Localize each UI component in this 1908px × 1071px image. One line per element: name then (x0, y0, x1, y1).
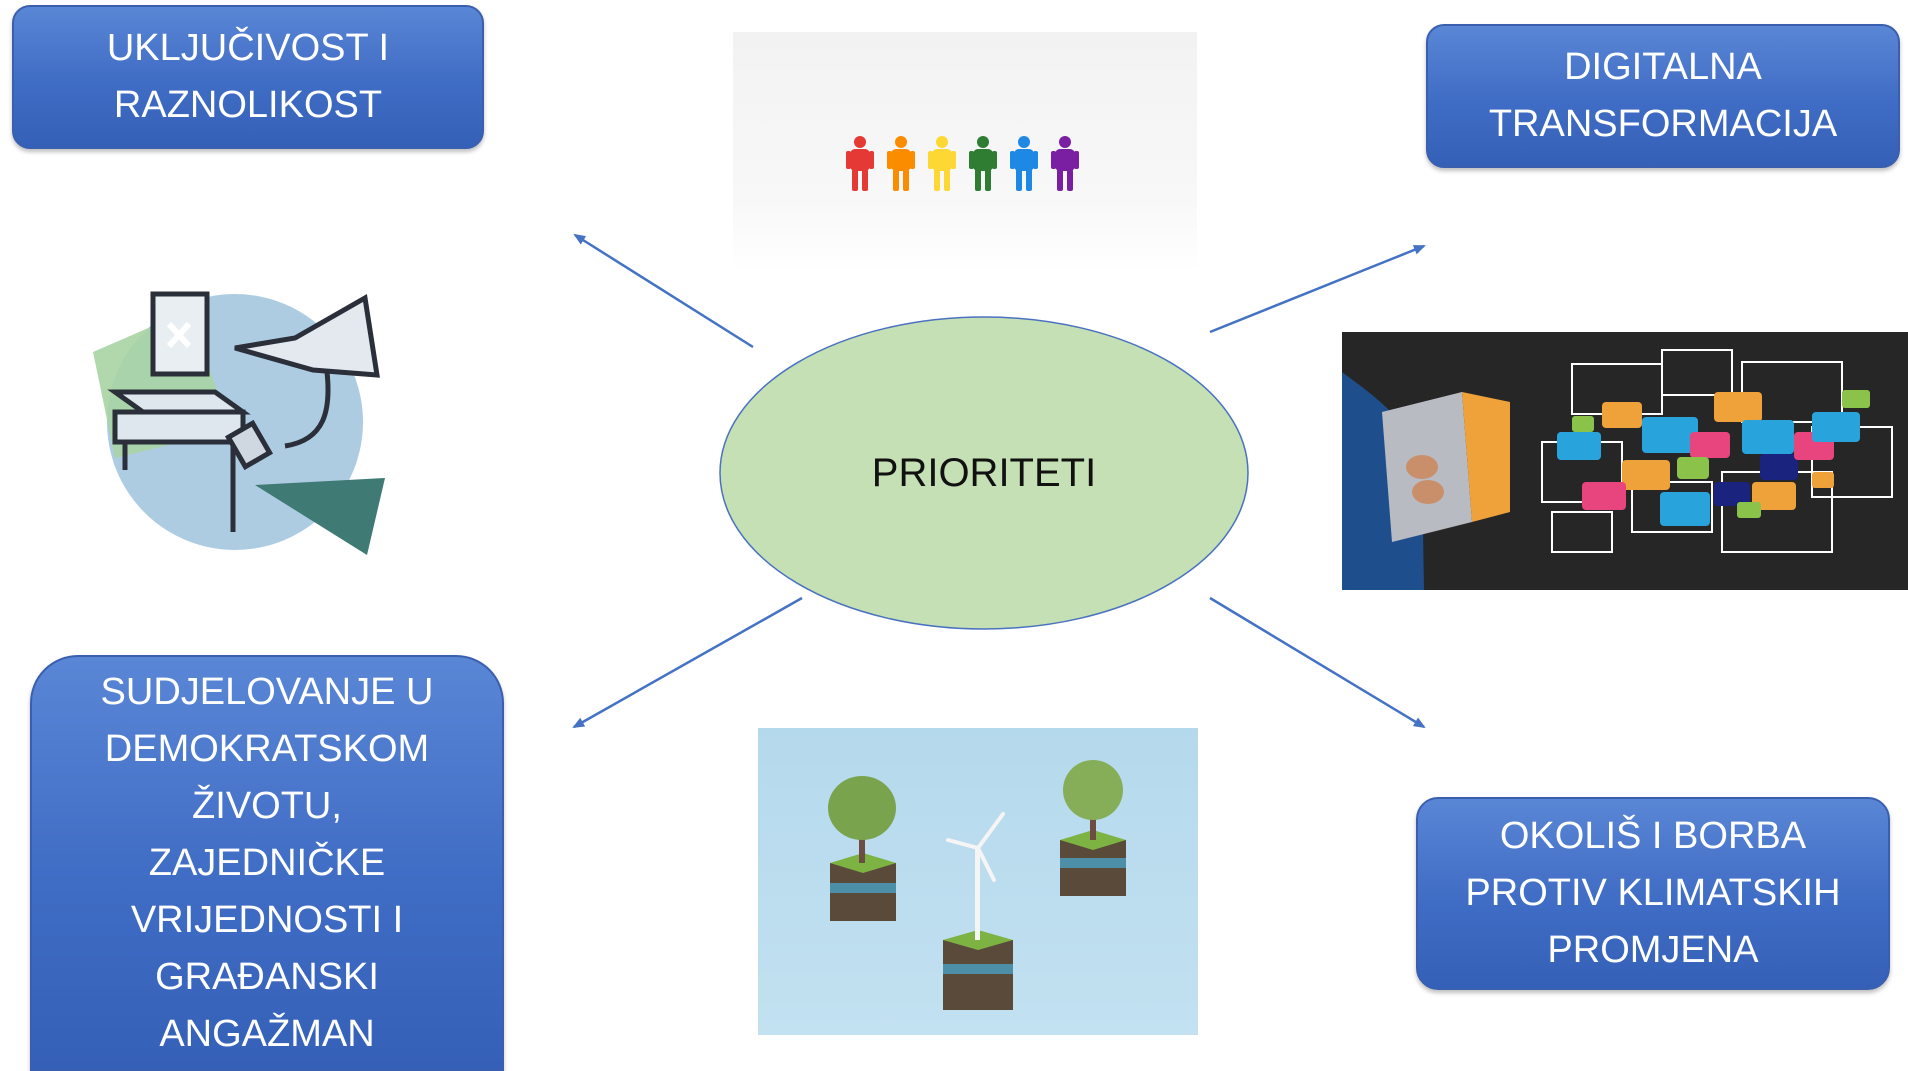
person-yellow-icon (928, 136, 956, 191)
megaphone-icon (224, 294, 380, 471)
priority-inclusion-label: UKLJUČIVOST I RAZNOLIKOST (106, 27, 390, 126)
person-blue-icon (1010, 136, 1038, 191)
people-illustration (733, 32, 1197, 272)
priority-digital-label: DIGITALNA TRANSFORMACIJA (1488, 46, 1838, 145)
voting-illustration (85, 280, 395, 560)
ballot-box-icon (107, 389, 251, 532)
digital-illustration (1342, 332, 1908, 590)
arrow-top-right (1209, 244, 1426, 334)
ballot-paper-icon (150, 291, 210, 377)
laptop-icon (1342, 372, 1510, 590)
person-orange-icon (887, 136, 915, 191)
person-purple-icon (1051, 136, 1079, 191)
wind-turbine-icon (943, 812, 1013, 1010)
center-label: PRIORITETI (871, 450, 1097, 495)
environment-illustration (758, 728, 1198, 1035)
arrow-bottom-right (1209, 596, 1426, 729)
person-red-icon (846, 136, 874, 191)
priority-participation-box: SUDJELOVANJE U DEMOKRATSKOM ŽIVOTU, ZAJE… (30, 655, 504, 1071)
tree-icon-right (1060, 760, 1126, 896)
priority-environment-box: OKOLIŠ I BORBA PROTIV KLIMATSKIH PROMJEN… (1416, 797, 1890, 990)
center-ellipse (719, 316, 1249, 630)
priority-digital-box: DIGITALNA TRANSFORMACIJA (1426, 24, 1900, 168)
person-green-icon (969, 136, 997, 191)
tree-icon-left (828, 776, 896, 921)
arrow-top-left (573, 233, 754, 349)
network-nodes (1557, 390, 1870, 526)
people-icon (846, 136, 1079, 191)
arrow-bottom-left (572, 596, 803, 729)
priority-inclusion-box: UKLJUČIVOST I RAZNOLIKOST (12, 5, 484, 149)
priority-participation-label: SUDJELOVANJE U DEMOKRATSKOM ŽIVOTU, ZAJE… (100, 670, 434, 1055)
priority-environment-label: OKOLIŠ I BORBA PROTIV KLIMATSKIH PROMJEN… (1465, 815, 1841, 971)
